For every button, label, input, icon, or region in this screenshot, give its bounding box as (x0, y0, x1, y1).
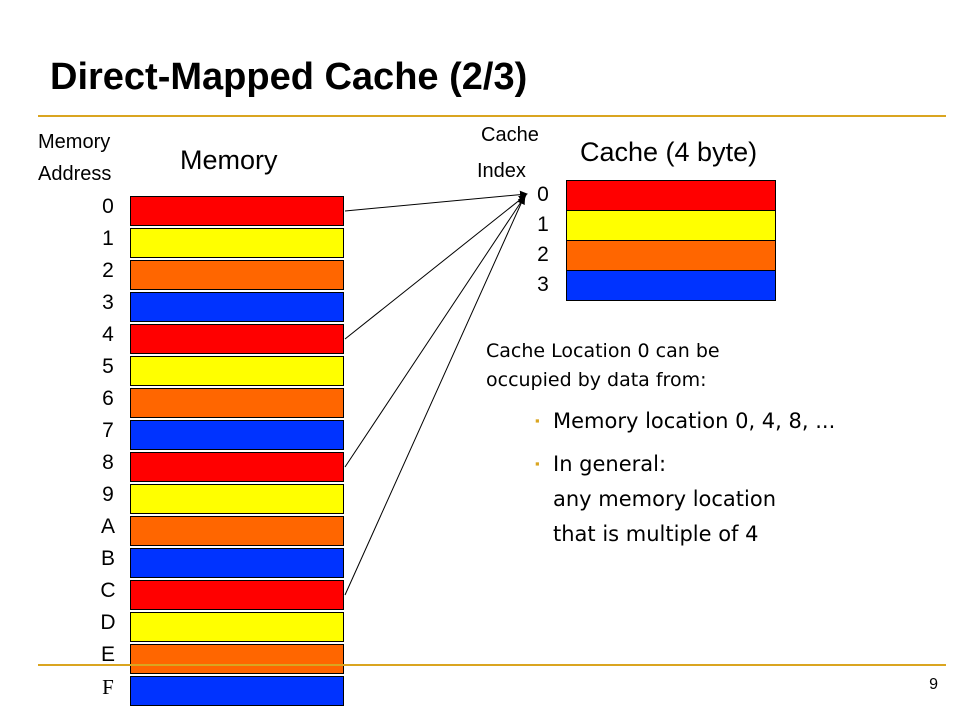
memory-block (130, 676, 344, 706)
bullet-item-1: Memory location 0, 4, 8, ... (553, 404, 835, 439)
cache-index-label: 1 (537, 213, 549, 236)
memory-address-label: C (100, 579, 116, 602)
memory-address-label: 9 (102, 483, 114, 506)
memory-block (130, 356, 344, 386)
notes-intro-line2: occupied by data from: (486, 369, 707, 391)
page-number: 9 (929, 676, 938, 693)
memory-label: Memory (180, 145, 278, 175)
memory-block (130, 484, 344, 514)
bullet-2-line1: In general: (553, 452, 667, 476)
memory-block (130, 196, 344, 226)
mapping-arrow (344, 196, 525, 596)
mapping-arrow (344, 195, 526, 468)
memory-address-label: 8 (102, 451, 114, 474)
memory-block (130, 612, 344, 642)
memory-address-label: D (100, 611, 116, 634)
memory-block (130, 228, 344, 258)
cache-block (566, 270, 776, 301)
cache-index-label: 2 (537, 243, 549, 266)
memory-address-label: 4 (102, 323, 114, 346)
bullet-item-2: In general: any memory location that is … (553, 447, 776, 552)
bullet-2-line2: any memory location (553, 487, 777, 511)
memory-block (130, 516, 344, 546)
memory-address-label: 2 (102, 259, 114, 282)
cache-label: Cache (4 byte) (580, 137, 758, 167)
memory-address-label: B (100, 547, 115, 570)
bullet-marker-icon: ▪ (535, 456, 540, 471)
memory-block (130, 548, 344, 578)
slide-title: Direct-Mapped Cache (2/3) (50, 56, 528, 98)
mapping-arrow (344, 190, 528, 212)
memory-address-label: 0 (102, 195, 114, 218)
cache-index-header-line1: Cache (481, 124, 539, 146)
title-divider (38, 115, 946, 117)
mapping-arrow (344, 194, 527, 340)
memory-block (130, 292, 344, 322)
memory-address-label: 3 (102, 291, 114, 314)
cache-index-label: 3 (537, 273, 549, 296)
memory-block (130, 324, 344, 354)
bullet-marker-icon: ▪ (535, 413, 540, 428)
memory-address-label: 5 (102, 355, 114, 378)
memory-block (130, 644, 344, 674)
notes-intro: Cache Location 0 can be occupied by data… (486, 337, 720, 395)
memory-address-header-line1: Memory (38, 131, 111, 153)
footer-divider (38, 664, 946, 666)
memory-address-label: 1 (102, 227, 114, 250)
memory-block (130, 452, 344, 482)
cache-index-header-line2: Index (477, 160, 526, 182)
memory-address-label: A (100, 515, 115, 538)
bullet-2-line3: that is multiple of 4 (553, 522, 759, 546)
memory-address-label: 6 (102, 387, 114, 410)
memory-block (130, 420, 344, 450)
memory-block (130, 580, 344, 610)
memory-address-label: E (100, 643, 115, 666)
memory-address-label: F (102, 675, 114, 699)
memory-block (130, 388, 344, 418)
memory-block (130, 260, 344, 290)
memory-address-label: 7 (102, 419, 114, 442)
cache-index-label: 0 (537, 183, 549, 206)
notes-intro-line1: Cache Location 0 can be (486, 340, 720, 362)
bullet-1-line1: Memory location 0, 4, 8, ... (553, 409, 836, 433)
memory-address-header-line2: Address (38, 163, 112, 185)
